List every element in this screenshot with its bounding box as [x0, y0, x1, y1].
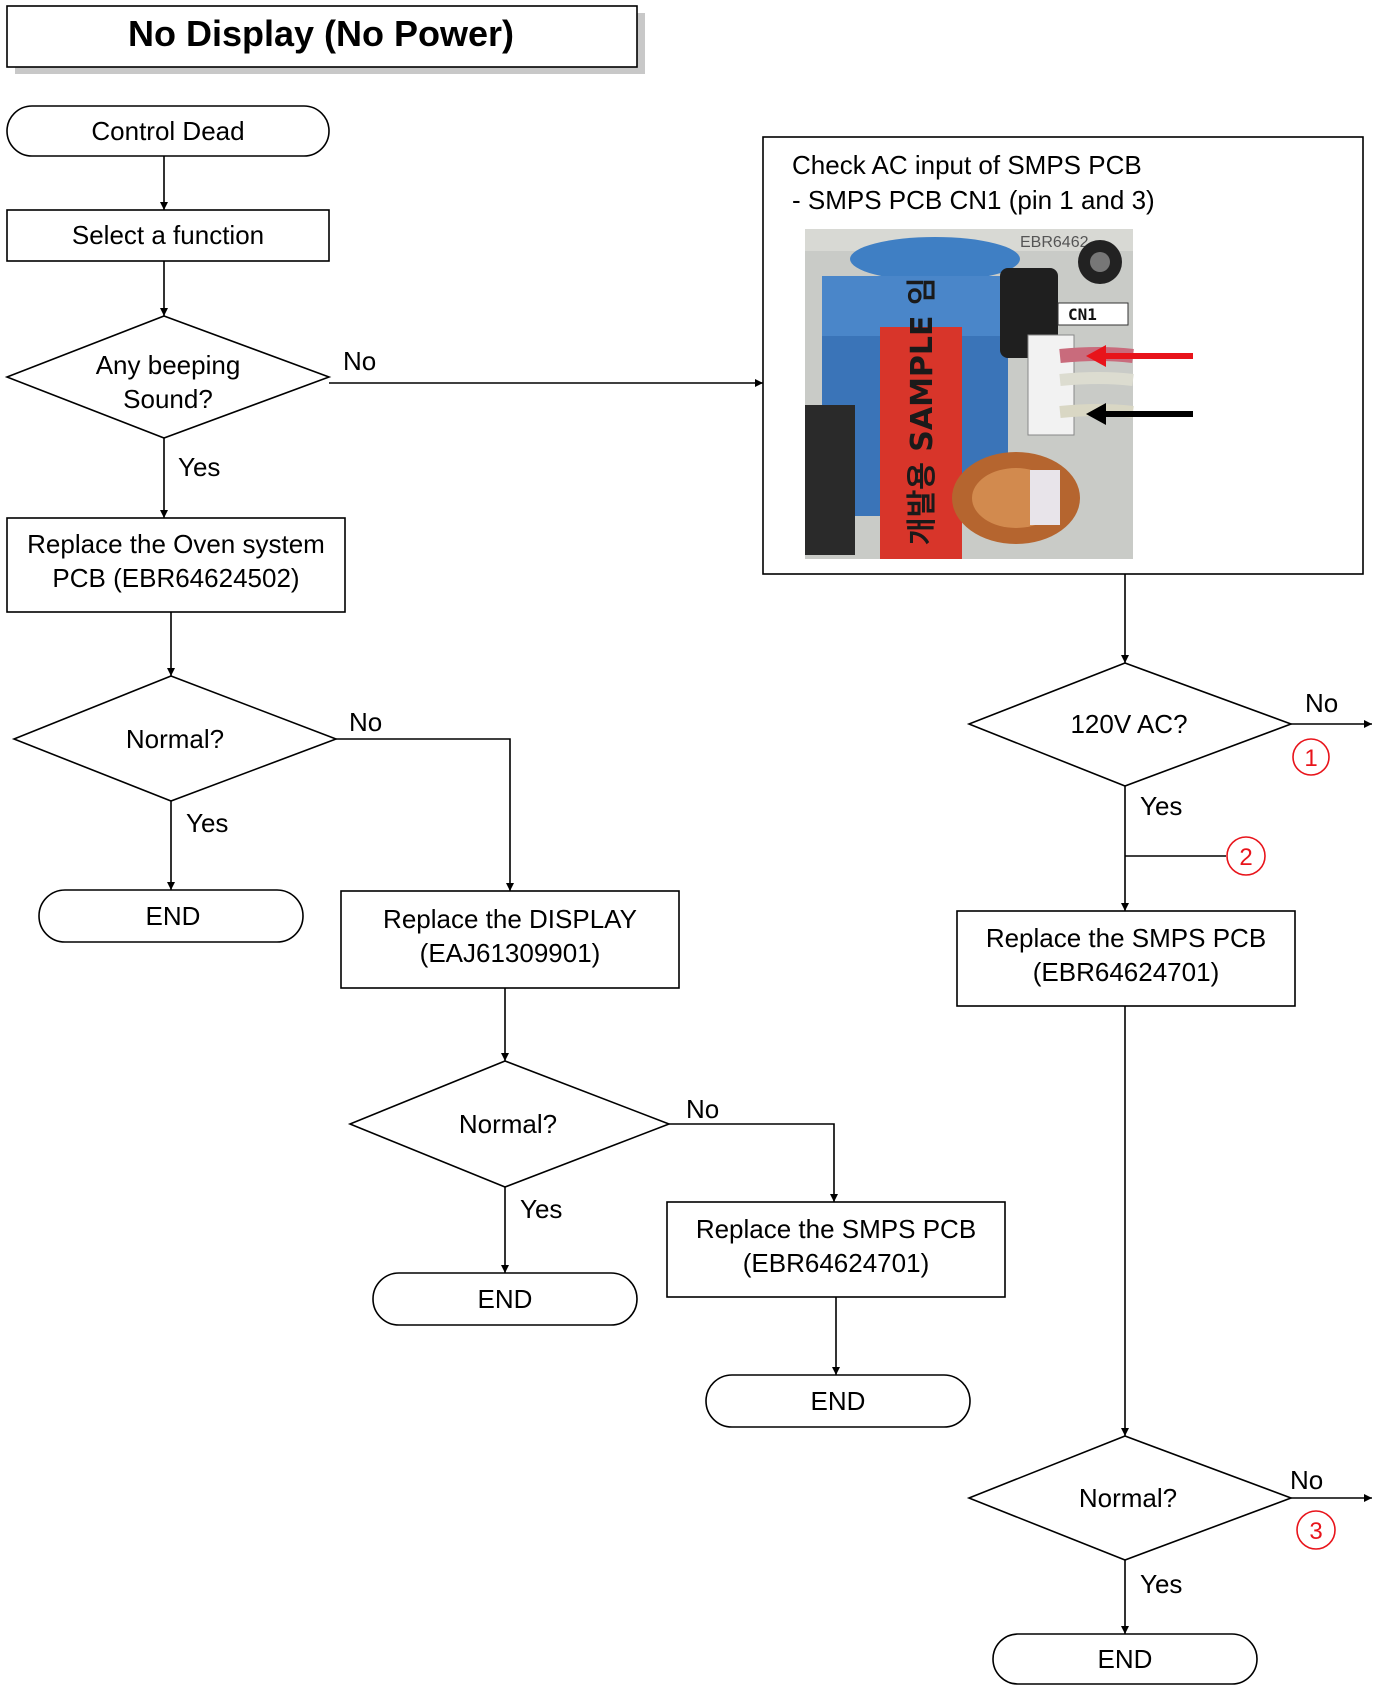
- normal1-no-label: No: [349, 707, 382, 737]
- control-dead-terminal: Control Dead: [6, 105, 330, 157]
- normal3-no-label: No: [1290, 1465, 1323, 1495]
- svg-text:END: END: [1098, 1644, 1153, 1674]
- svg-text:Any beeping: Any beeping: [96, 350, 241, 380]
- beeping-decision: Any beeping Sound?: [4, 315, 332, 439]
- normal1-yes-label: Yes: [186, 808, 228, 838]
- ac-decision: 120V AC?: [966, 662, 1294, 787]
- svg-text:PCB (EBR64624502): PCB (EBR64624502): [52, 563, 299, 593]
- svg-text:Replace the Oven system: Replace the Oven system: [27, 529, 325, 559]
- svg-text:Control Dead: Control Dead: [91, 116, 244, 146]
- svg-text:1: 1: [1304, 745, 1317, 772]
- end-terminal-2: END: [372, 1272, 638, 1326]
- svg-text:2: 2: [1239, 844, 1252, 871]
- replace-smps-box-1: Replace the SMPS PCB (EBR64624701): [666, 1201, 1006, 1298]
- svg-text:END: END: [478, 1284, 533, 1314]
- normal-decision-2: Normal?: [347, 1060, 672, 1188]
- replace-smps-box-2: Replace the SMPS PCB (EBR64624701): [956, 910, 1296, 1007]
- cn1-label: CN1: [1068, 305, 1097, 324]
- end-terminal-3: END: [705, 1374, 971, 1428]
- svg-text:Replace the DISPLAY: Replace the DISPLAY: [383, 904, 637, 934]
- svg-text:END: END: [146, 901, 201, 931]
- svg-text:(EAJ61309901): (EAJ61309901): [420, 938, 601, 968]
- ac-no-label: No: [1305, 688, 1338, 718]
- normal3-yes-label: Yes: [1140, 1569, 1182, 1599]
- svg-text:Replace the SMPS PCB: Replace the SMPS PCB: [986, 923, 1266, 953]
- ac-yes-label: Yes: [1140, 791, 1182, 821]
- beeping-yes-label: Yes: [178, 452, 220, 482]
- svg-text:Sound?: Sound?: [123, 384, 213, 414]
- svg-text:3: 3: [1309, 1518, 1322, 1545]
- end-terminal-1: END: [38, 889, 304, 943]
- normal2-no-label: No: [686, 1094, 719, 1124]
- replace-display-box: Replace the DISPLAY (EAJ61309901): [340, 890, 680, 989]
- board-code-text: EBR6462: [1020, 234, 1089, 251]
- ref-circle-3: 3: [1296, 1510, 1336, 1550]
- svg-text:Select a function: Select a function: [72, 220, 264, 250]
- svg-text:Normal?: Normal?: [459, 1109, 557, 1139]
- normal-decision-3: Normal?: [966, 1435, 1294, 1561]
- svg-text:Replace the SMPS PCB: Replace the SMPS PCB: [696, 1214, 976, 1244]
- svg-text:(EBR64624701): (EBR64624701): [743, 1248, 929, 1278]
- end-terminal-4: END: [992, 1633, 1258, 1685]
- ref-circle-1: 1: [1292, 738, 1330, 776]
- svg-text:END: END: [811, 1386, 866, 1416]
- normal2-yes-label: Yes: [520, 1194, 562, 1224]
- svg-text:(EBR64624701): (EBR64624701): [1033, 957, 1219, 987]
- replace-oven-pcb-box: Replace the Oven system PCB (EBR64624502…: [6, 517, 346, 613]
- beeping-no-label: No: [343, 346, 376, 376]
- normal-decision-1: Normal?: [11, 675, 339, 802]
- title-box: No Display (No Power): [6, 5, 645, 74]
- smps-pcb-photo: EBR6462 개발용 SAMPLE 임 CN1: [805, 229, 1134, 559]
- sample-sticker-text: 개발용 SAMPLE 임: [905, 277, 940, 545]
- svg-text:Normal?: Normal?: [1079, 1483, 1177, 1513]
- svg-text:Check AC input of SMPS PCB: Check AC input of SMPS PCB: [792, 150, 1142, 180]
- svg-text:- SMPS PCB CN1 (pin 1 and 3): - SMPS PCB CN1 (pin 1 and 3): [792, 185, 1155, 215]
- page-title: No Display (No Power): [128, 13, 514, 54]
- svg-text:120V AC?: 120V AC?: [1070, 709, 1187, 739]
- select-function-box: Select a function: [6, 209, 330, 262]
- ref-circle-2: 2: [1226, 836, 1266, 876]
- svg-text:Normal?: Normal?: [126, 724, 224, 754]
